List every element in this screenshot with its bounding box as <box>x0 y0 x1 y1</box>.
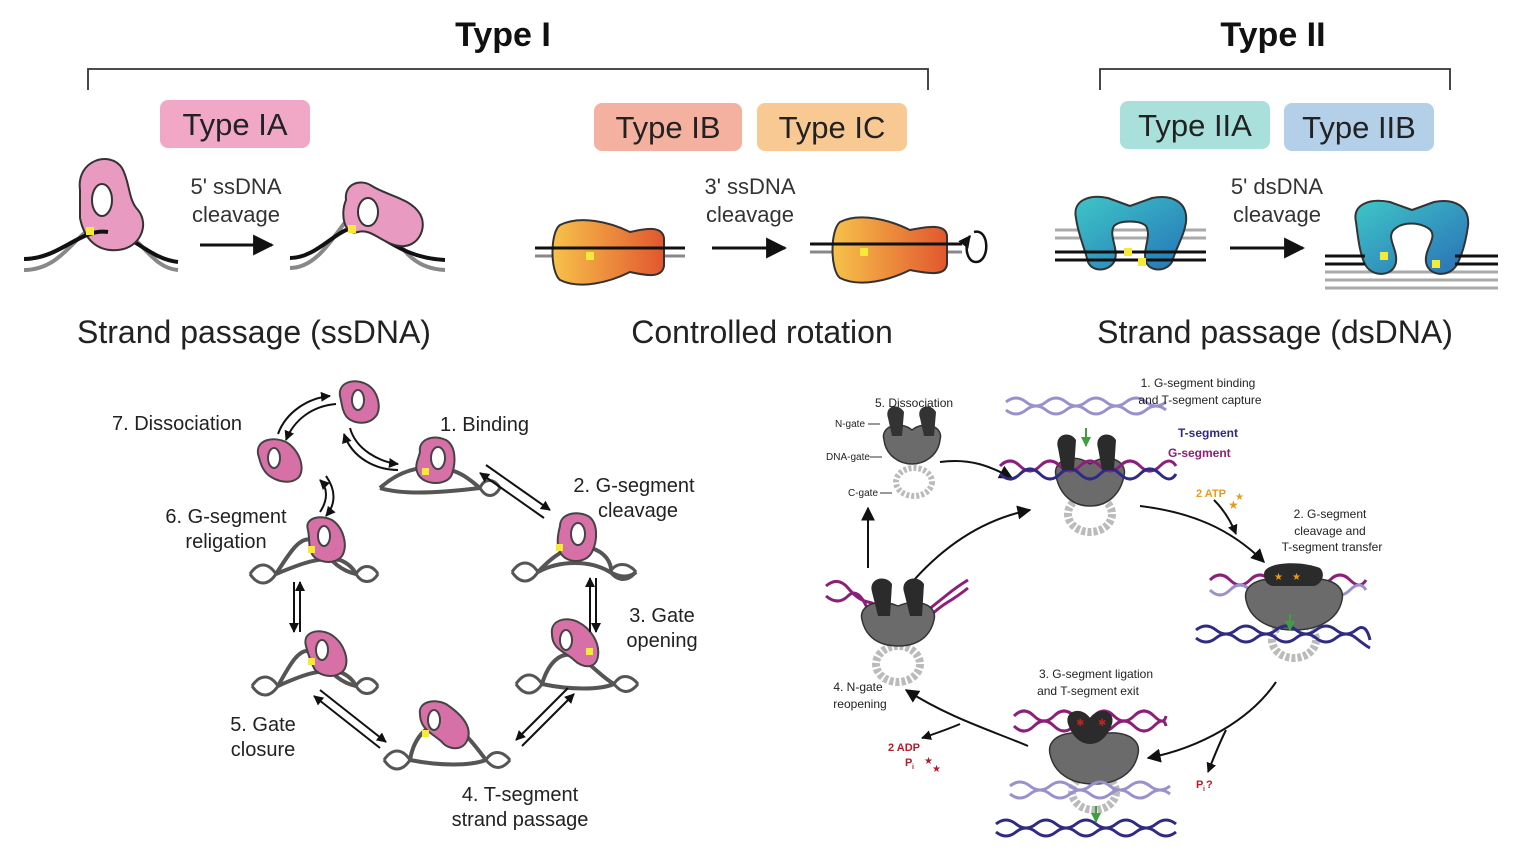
svg-text:P: P <box>1196 779 1203 791</box>
cycle2-arrows <box>861 460 1277 773</box>
cycle1-state-t-segment-passage <box>382 700 512 771</box>
cycle1-step2-label-2: cleavage <box>598 500 678 522</box>
svg-text:i: i <box>1203 786 1205 793</box>
cycle1-state-religation <box>248 516 380 585</box>
badge-type-ib: Type IB <box>594 103 742 151</box>
cycle2-dna-gate-label: DNA-gate <box>826 452 870 463</box>
type-ib-after-illustration <box>810 216 988 284</box>
cycle1-arrows <box>277 391 601 749</box>
svg-text:Type IIA: Type IIA <box>1138 108 1252 143</box>
badge-type-iib: Type IIB <box>1284 103 1434 151</box>
cycle2-atp-star-icon: ★ <box>1228 498 1239 512</box>
cycle2-step2-label-3: T-segment transfer <box>1282 540 1383 554</box>
type-ib-before-illustration <box>535 219 685 286</box>
cycle2-step2-label-2: cleavage and <box>1294 524 1365 538</box>
type-i-bracket <box>87 68 929 90</box>
cycle2-adp-star-icon-2: ★ <box>932 764 941 775</box>
caption-dsdna: Strand passage (dsDNA) <box>1097 314 1453 350</box>
svg-text:Type IB: Type IB <box>615 110 720 145</box>
svg-text:✱: ✱ <box>1076 718 1084 729</box>
cycle1-step5-label-2: closure <box>231 739 295 761</box>
arrow-ib-label-2: cleavage <box>706 202 794 227</box>
arrow-ii-label-1: 5' dsDNA <box>1231 174 1324 199</box>
cycle2-adp-star-icon: ★ <box>924 756 933 767</box>
cycle2-step1-label-2: and T-segment capture <box>1138 393 1262 407</box>
cycle1-step6-label-2: religation <box>185 531 266 553</box>
cycle1-state-cleavage <box>510 512 638 583</box>
svg-text:Type IC: Type IC <box>779 110 886 145</box>
type-ii-title: Type II <box>1220 16 1325 54</box>
arrow-ia-label-2: cleavage <box>192 202 280 227</box>
arrow-ia-label-1: 5' ssDNA <box>191 174 282 199</box>
cycle2-step4-label-1: 4. N-gate <box>833 680 883 694</box>
cycle1-step6-label-1: 6. G-segment <box>165 506 287 528</box>
badge-type-ic: Type IC <box>757 103 907 151</box>
cycle1-state-binding <box>378 436 502 497</box>
type-ii-bracket <box>1099 68 1451 90</box>
cycle2-step1-label-1: 1. G-segment binding <box>1141 376 1256 390</box>
cycle1-state-gate-closure <box>250 630 380 697</box>
type-ii-after-illustration <box>1325 199 1498 290</box>
arrow-ib-label-1: 3' ssDNA <box>705 174 796 199</box>
cycle2-step3-label-2: and T-segment exit <box>1037 684 1140 698</box>
cycle2-state-dissociation <box>882 406 942 499</box>
cycle1-state-dissociation-b <box>338 380 380 424</box>
cycle2-pi-adp: P i <box>905 757 914 771</box>
cycle2-atp-star-icon-2: ★ <box>1235 492 1244 503</box>
cycle1-step2-label-1: 2. G-segment <box>573 475 695 497</box>
caption-rotation: Controlled rotation <box>631 314 892 350</box>
svg-text:?: ? <box>1206 779 1213 791</box>
cycle1-step4-label-2: strand passage <box>452 809 589 831</box>
cycle2-state-g-binding <box>998 396 1178 536</box>
svg-text:★: ★ <box>1292 572 1301 583</box>
cycle1-state-gate-opening <box>514 618 640 695</box>
cycle2-n-gate-label: N-gate <box>835 419 865 430</box>
arrow-ii-label-2: cleavage <box>1233 202 1321 227</box>
cycle1-step3-label-2: opening <box>626 630 697 652</box>
cycle2-step3-label-1: 3. G-segment ligation <box>1039 667 1153 681</box>
type-ia-before-illustration <box>23 158 179 272</box>
svg-text:i: i <box>912 764 914 771</box>
cycle2-state-ligation: ✱ ✱ <box>995 709 1177 838</box>
cycle1-step3-label-1: 3. Gate <box>629 605 695 627</box>
cycle2-step5-label: 5. Dissociation <box>875 396 953 410</box>
cycle1-step1-label: 1. Binding <box>440 414 529 436</box>
svg-text:P: P <box>905 757 912 769</box>
type-ii-before-illustration <box>1055 195 1206 271</box>
type-ia-after-illustration <box>289 181 446 272</box>
cycle2-pi-release: P i ? <box>1196 779 1213 793</box>
cycle1-step5-label-1: 5. Gate <box>230 714 296 736</box>
cycle1-state-dissociation-a <box>256 438 303 483</box>
cycle2-g-segment-label: G-segment <box>1168 446 1231 460</box>
cycle1-step7-label: 7. Dissociation <box>112 413 242 435</box>
badge-type-iia: Type IIA <box>1120 101 1270 149</box>
cycle2-adp-label: 2 ADP <box>888 742 920 754</box>
svg-text:Type IIB: Type IIB <box>1302 110 1416 145</box>
cycle1-diagram: 7. Dissociation 1. Binding 2. G-segment … <box>112 380 698 831</box>
caption-ssdna: Strand passage (ssDNA) <box>77 314 431 350</box>
svg-text:✱: ✱ <box>1098 718 1106 729</box>
type-i-title: Type I <box>455 16 551 54</box>
badge-type-ia: Type IA <box>160 100 310 148</box>
cycle2-state-n-gate-reopening <box>825 578 969 686</box>
cycle2-atp-label: 2 ATP <box>1196 488 1226 500</box>
cycle1-step4-label-1: 4. T-segment <box>462 784 579 806</box>
cycle2-state-cleavage: ★ ★ <box>1195 563 1372 662</box>
svg-text:Type IA: Type IA <box>182 107 287 142</box>
cycle2-c-gate-label: C-gate <box>848 488 878 499</box>
cycle2-diagram: N-gate DNA-gate C-gate 1. G-segment bind… <box>825 376 1383 838</box>
cycle2-t-segment-label: T-segment <box>1178 426 1238 440</box>
cycle2-step4-label-2: reopening <box>833 697 886 711</box>
svg-text:★: ★ <box>1274 572 1283 583</box>
cycle2-step2-label-1: 2. G-segment <box>1294 507 1367 521</box>
